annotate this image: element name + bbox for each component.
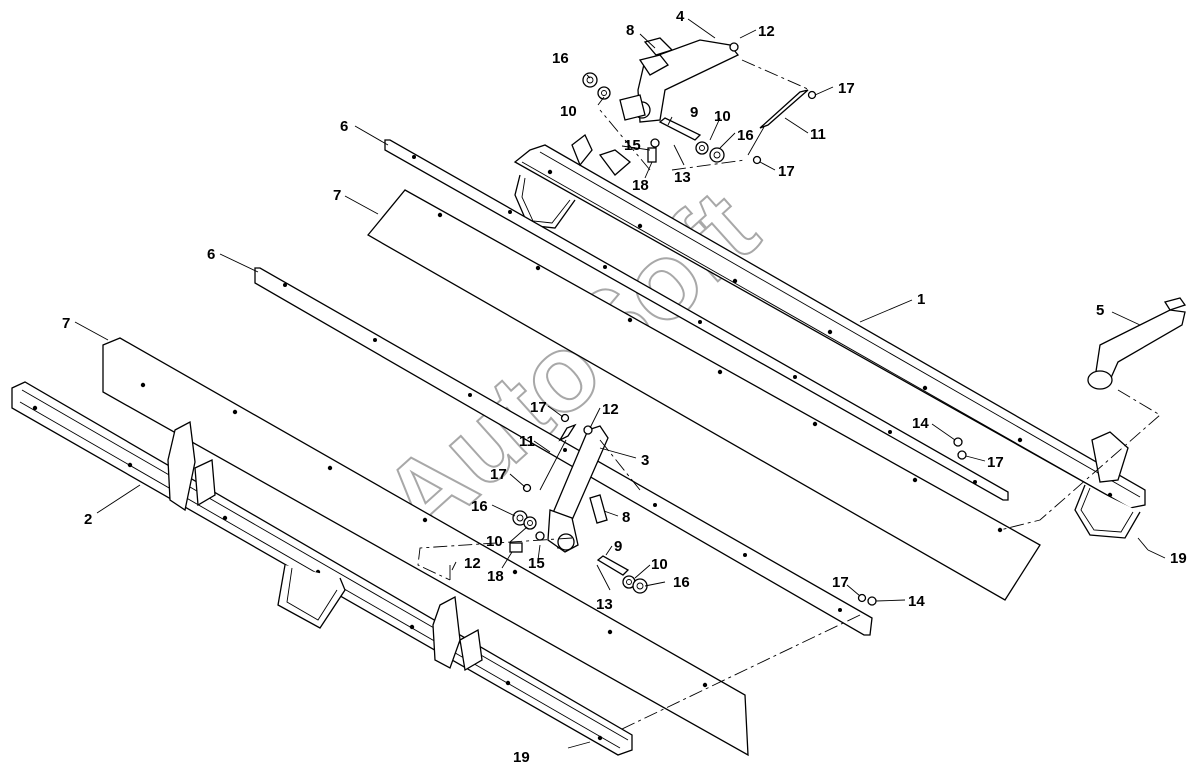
callout-5: 5 (1096, 302, 1104, 319)
callout-1: 1 (917, 291, 925, 308)
callout-8-lower: 8 (622, 509, 630, 526)
callout-16-c: 16 (471, 498, 488, 515)
callout-7-lower: 7 (62, 315, 70, 332)
callout-12-b: 12 (602, 401, 619, 418)
part-2-lower-beam (11, 381, 633, 756)
callout-10-b: 10 (560, 103, 577, 120)
callout-15-upper: 15 (624, 137, 641, 154)
part-6-upper-strip (384, 139, 1009, 501)
callout-18-upper: 18 (632, 177, 649, 194)
leader-lines (74, 18, 1166, 602)
part-5-right-bracket (1087, 297, 1187, 390)
callout-14-b: 14 (908, 593, 925, 610)
callout-10-c: 10 (486, 533, 503, 550)
callout-17-e: 17 (987, 454, 1004, 471)
callout-10-a: 10 (714, 108, 731, 125)
callout-11-lower: 11 (519, 433, 535, 450)
callout-12-a: 12 (758, 23, 775, 40)
callout-15-lower: 15 (528, 555, 545, 572)
part-4-upper-bracket (619, 39, 740, 123)
part-7-lower-plate (102, 337, 749, 757)
callout-14-a: 14 (912, 415, 929, 432)
callout-3: 3 (641, 452, 649, 469)
callout-labels: 1 2 3 4 5 6 6 7 7 8 8 9 9 10 10 10 10 11… (62, 8, 1187, 766)
callout-17-d: 17 (490, 466, 507, 483)
callout-17-b: 17 (778, 163, 795, 180)
callout-17-c: 17 (530, 399, 547, 416)
callout-8-upper: 8 (626, 22, 634, 39)
callout-10-d: 10 (651, 556, 668, 573)
part-11-gas-struts (539, 89, 809, 491)
alignment-lines (417, 59, 1161, 731)
callout-16-b: 16 (737, 127, 754, 144)
callout-11-upper: 11 (810, 126, 826, 143)
callout-9-lower: 9 (614, 538, 622, 555)
part-1-upper-beam (513, 133, 1146, 539)
callout-4: 4 (676, 8, 685, 25)
callout-18-lower: 18 (487, 568, 504, 585)
part-8-plates (589, 37, 674, 524)
callout-12-c: 12 (464, 555, 481, 572)
callout-13-lower: 13 (596, 596, 613, 613)
part-9-pins (596, 117, 702, 576)
callout-9-upper: 9 (690, 104, 698, 121)
callout-6-lower: 6 (207, 246, 215, 263)
callout-17-f: 17 (832, 574, 849, 591)
callout-19-bottom: 19 (513, 749, 530, 766)
part-6-lower-strip (254, 267, 873, 636)
callout-7-upper: 7 (333, 187, 341, 204)
callout-16-a: 16 (552, 50, 569, 67)
callout-19-right: 19 (1170, 550, 1187, 567)
callout-13-upper: 13 (674, 169, 691, 186)
part-7-upper-plate (367, 189, 1041, 601)
callout-6-upper: 6 (340, 118, 348, 135)
callout-16-d: 16 (673, 574, 690, 591)
callout-2: 2 (84, 511, 92, 528)
callout-17-a: 17 (838, 80, 855, 97)
